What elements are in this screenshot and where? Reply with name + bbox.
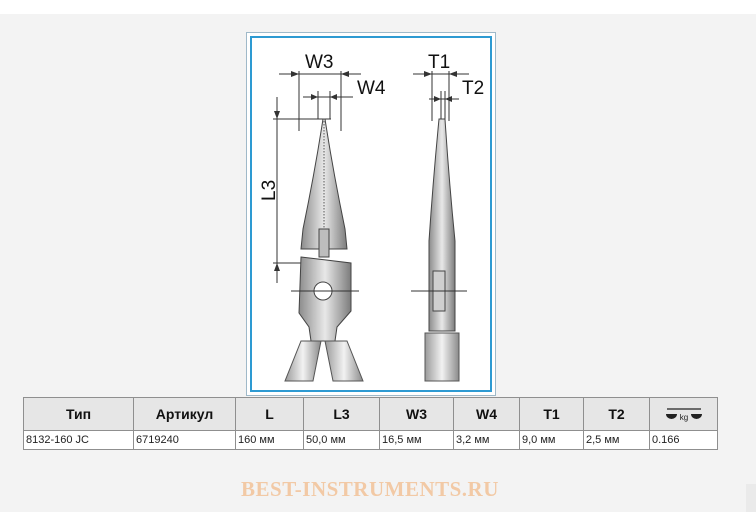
cell-t1: 9,0 мм [519, 430, 584, 450]
header-l3: L3 [303, 397, 380, 431]
header-weight: kg [649, 397, 718, 431]
table-row: 8132-160 JC 6719240 160 мм 50,0 мм 16,5 … [23, 430, 718, 450]
cell-w4: 3,2 мм [453, 430, 520, 450]
header-w4: W4 [453, 397, 520, 431]
table-header-row: Тип Артикул L L3 W3 W4 T1 T2 kg [23, 397, 718, 431]
label-t2: T2 [462, 78, 484, 99]
cell-t2: 2,5 мм [583, 430, 650, 450]
cell-w3: 16,5 мм [379, 430, 454, 450]
header-t2: T2 [583, 397, 650, 431]
site-watermark: BEST-INSTRUMENTS.RU [241, 477, 499, 501]
label-l3: L3 [259, 180, 280, 201]
front-view [273, 71, 364, 382]
label-w4: W4 [357, 78, 386, 99]
specification-table: Тип Артикул L L3 W3 W4 T1 T2 kg 8132-160… [23, 397, 718, 450]
drawing-frame-border [250, 36, 492, 392]
header-w3: W3 [379, 397, 454, 431]
cell-l3: 50,0 мм [303, 430, 380, 450]
scale-weight-icon: kg [665, 408, 702, 422]
technical-drawing-frame: W3 W4 L3 T1 T2 [246, 32, 496, 396]
header-l: L [235, 397, 304, 431]
edge-decoration [746, 484, 756, 512]
side-view [411, 71, 469, 382]
label-w3: W3 [305, 52, 334, 73]
cell-l: 160 мм [235, 430, 304, 450]
cell-weight: 0.166 [649, 430, 718, 450]
pliers-technical-drawing: W3 W4 L3 T1 T2 [259, 52, 484, 382]
header-type: Тип [23, 397, 134, 431]
top-band [0, 0, 756, 14]
header-article: Артикул [133, 397, 236, 431]
header-t1: T1 [519, 397, 584, 431]
svg-text:kg: kg [679, 413, 687, 422]
cell-type: 8132-160 JC [23, 430, 134, 450]
cell-article: 6719240 [133, 430, 236, 450]
label-t1: T1 [428, 52, 450, 73]
